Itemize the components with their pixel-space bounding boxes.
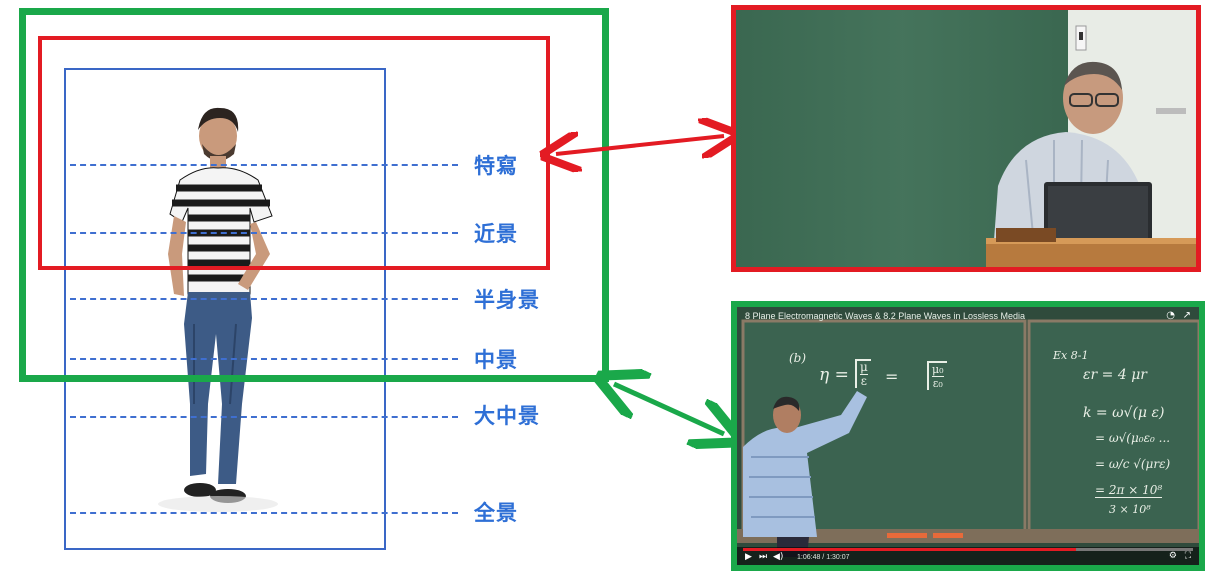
- eta-equation: η =: [819, 365, 849, 385]
- medium-close-label: 半身景: [474, 288, 540, 312]
- medium-shot-line: [70, 358, 458, 360]
- medium-arrow: [614, 384, 724, 434]
- volume-icon[interactable]: ◀): [773, 552, 784, 562]
- settings-icon[interactable]: ⚙: [1168, 551, 1177, 561]
- closeup-line: [70, 164, 458, 166]
- mu0-symbol: μ₀: [932, 363, 944, 376]
- full-shot-frame: [64, 68, 386, 550]
- close-shot-line: [70, 232, 458, 234]
- share-icon[interactable]: ↗: [1182, 310, 1191, 321]
- medium-frame: [19, 8, 609, 382]
- closeup-lecture-photo: [731, 5, 1201, 272]
- closeup-arrow: [556, 136, 724, 154]
- video-time: 1:06:48 / 1:30:07: [797, 554, 850, 561]
- blackboard-scene: [737, 307, 1199, 565]
- long-shot-label: 全景: [474, 501, 518, 525]
- eps0-symbol: ε₀: [932, 376, 944, 390]
- close-shot-label: 近景: [474, 222, 518, 246]
- epsilon-r-line: εr = 4 μr: [1083, 367, 1147, 383]
- sqrt-mu-over-eps: μ ε: [855, 359, 871, 388]
- lecturer-closeup-scene: [736, 10, 1196, 267]
- medium-long-label: 大中景: [474, 404, 540, 428]
- sqrt-mu0-over-eps0: μ₀ ε₀: [927, 361, 947, 390]
- second-equals: =: [885, 367, 899, 386]
- video-controls: ▶ ⏭ ◀) 1:06:48 / 1:30:07 ⚙ ⛶: [737, 547, 1199, 565]
- medium-close-line: [70, 298, 458, 300]
- fullscreen-icon[interactable]: ⛶: [1184, 551, 1191, 561]
- progress-bar[interactable]: [743, 548, 1193, 551]
- medium-long-line: [70, 416, 458, 418]
- k-step-2: = ω√(μ₀ε₀ ...: [1095, 431, 1171, 445]
- mu-symbol: μ: [860, 360, 868, 374]
- lecture-video-frame[interactable]: 8 Plane Electromagnetic Waves & 8.2 Plan…: [731, 301, 1205, 571]
- k-step-3: = ω/c √(μrε): [1095, 457, 1171, 471]
- next-icon[interactable]: ⏭: [759, 552, 768, 562]
- closeup-label: 特寫: [474, 154, 518, 178]
- k-step-4: = 2π × 10⁸: [1095, 483, 1163, 498]
- k-equation-line: k = ω√(μ ε): [1083, 405, 1165, 421]
- play-icon[interactable]: ▶: [745, 552, 752, 562]
- video-title[interactable]: 8 Plane Electromagnetic Waves & 8.2 Plan…: [745, 311, 1025, 321]
- eps-symbol: ε: [860, 374, 868, 388]
- example-label: Ex 8-1: [1053, 349, 1089, 362]
- watch-later-icon[interactable]: ◔: [1166, 310, 1175, 321]
- part-b-note: (b): [789, 351, 807, 365]
- long-shot-line: [70, 512, 458, 514]
- medium-shot-label: 中景: [474, 348, 518, 372]
- progress-fill: [743, 548, 1076, 551]
- k-step-5: 3 × 10⁸: [1109, 503, 1151, 516]
